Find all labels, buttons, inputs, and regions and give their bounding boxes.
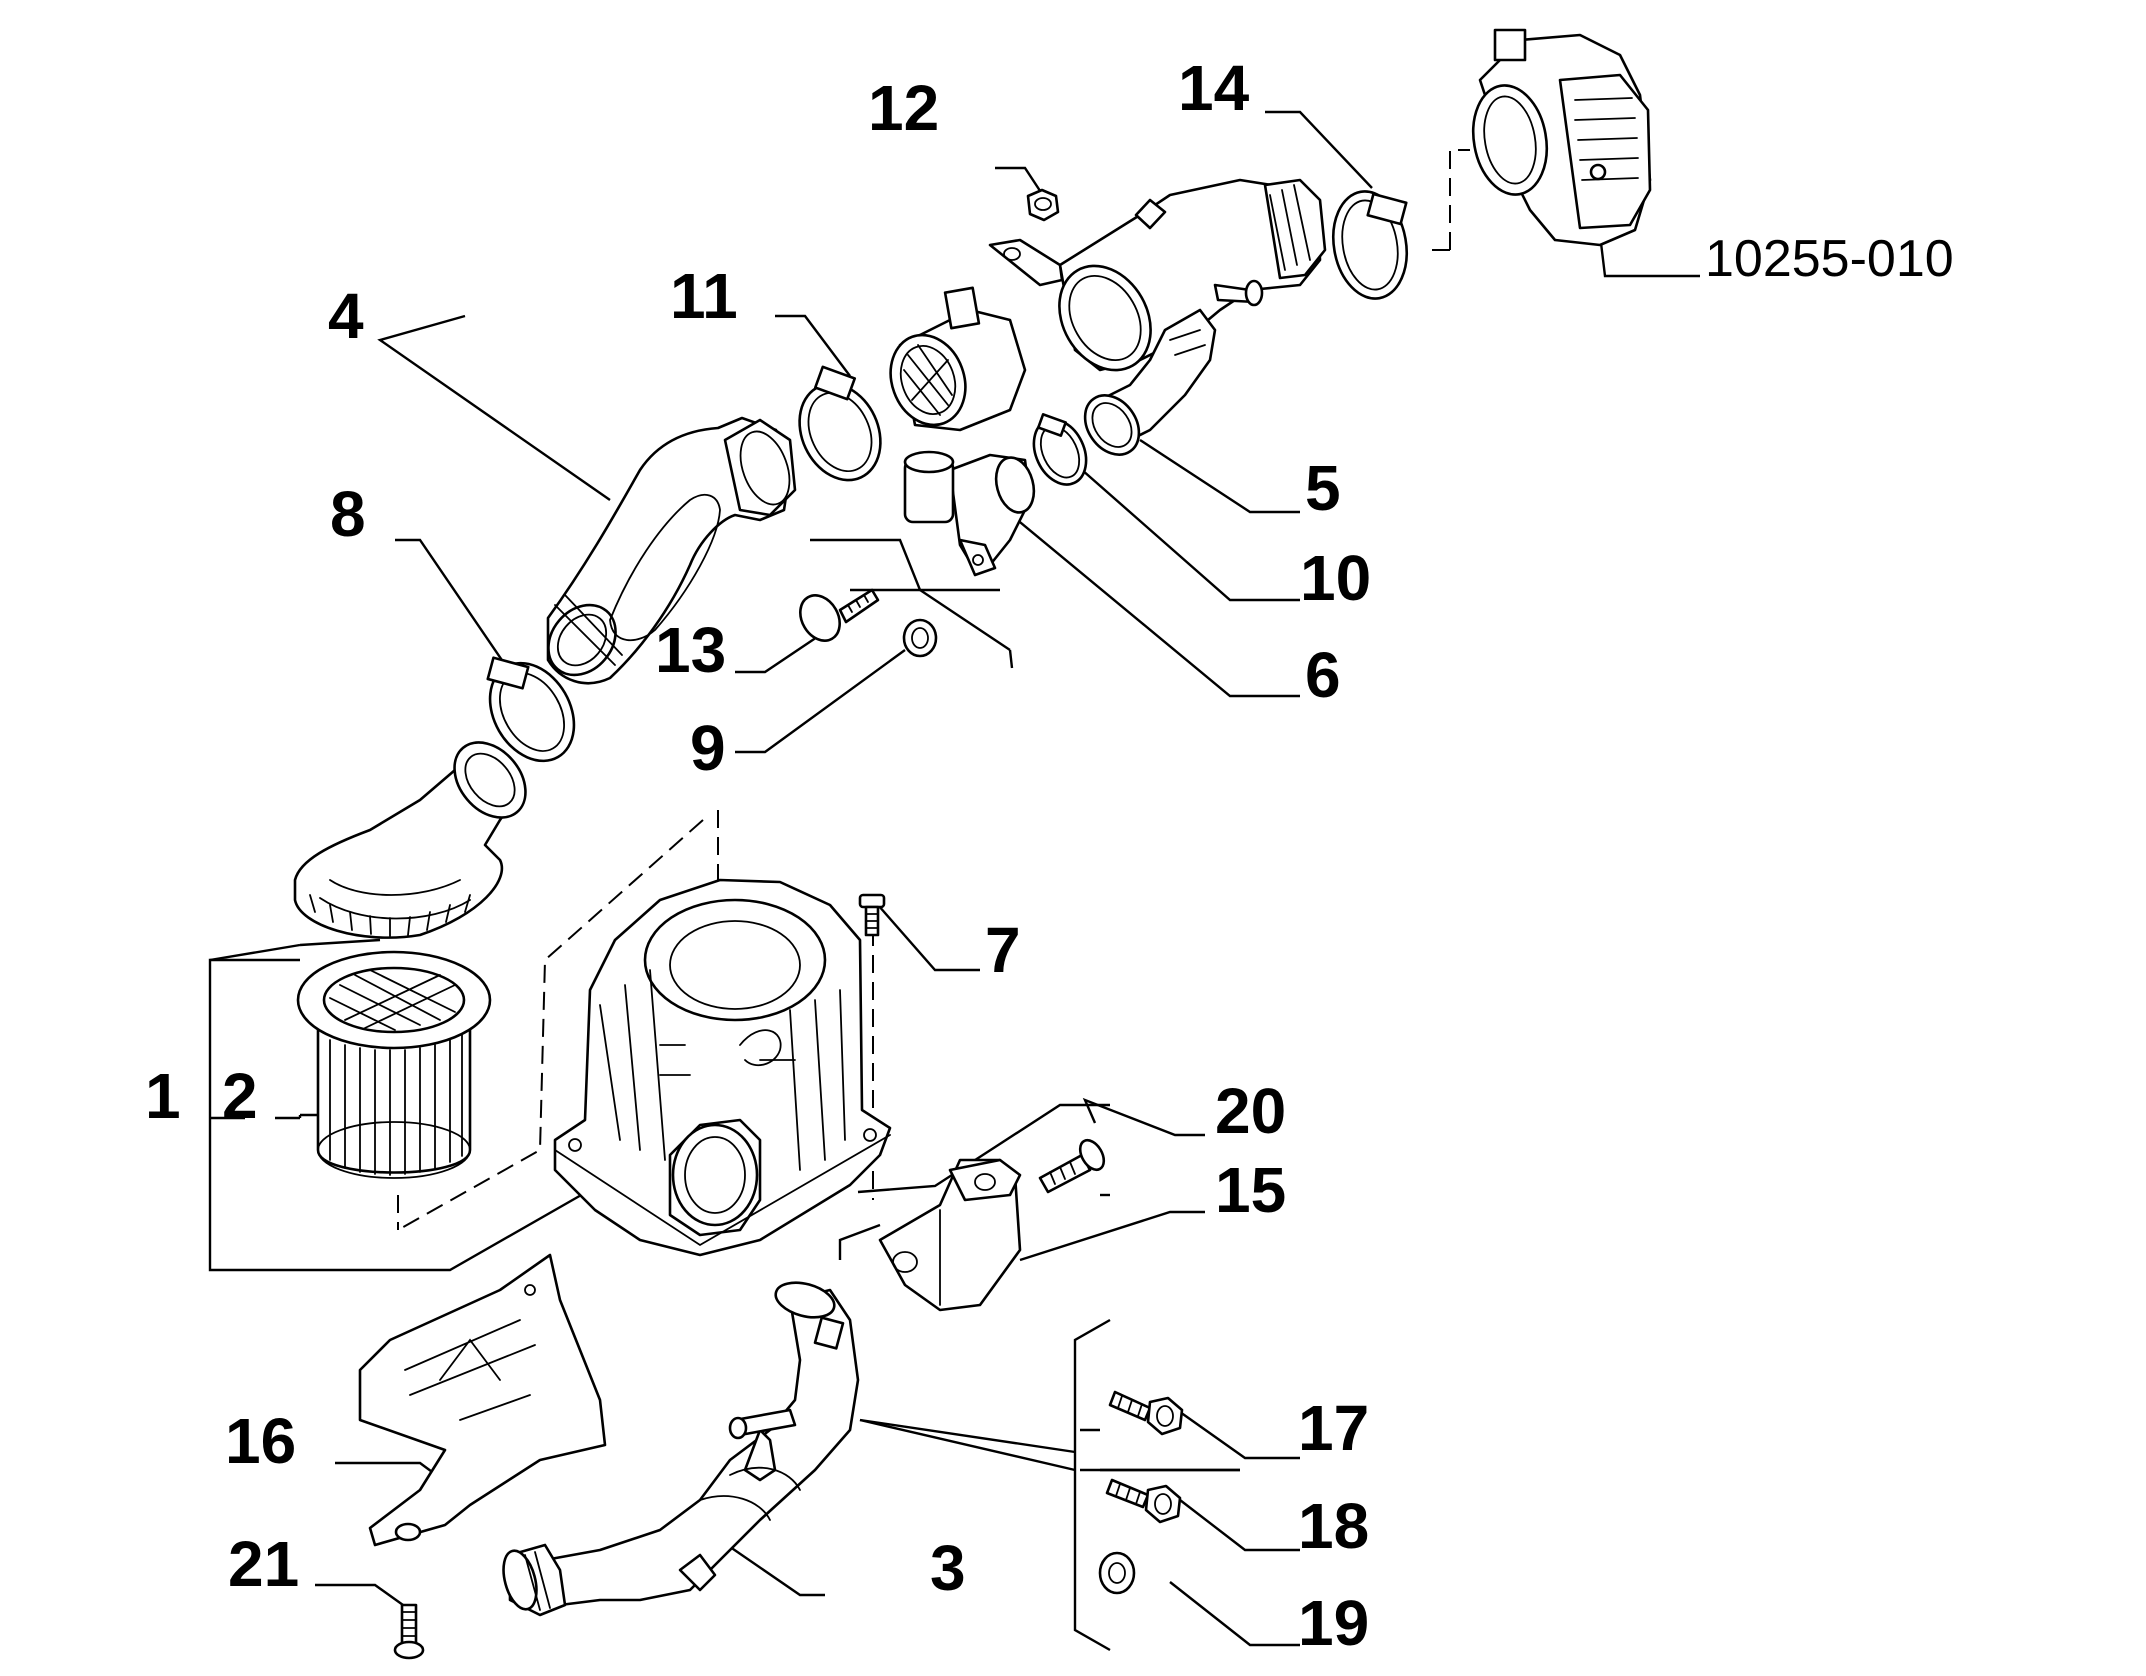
label-1: 1: [145, 1060, 181, 1132]
hose-clamp-icon: [486, 656, 576, 763]
screw-icon: [1038, 1138, 1106, 1194]
item-15-leader: [838, 1103, 1110, 1260]
label-18: 18: [1298, 1490, 1369, 1562]
heat-shield-icon: [358, 1253, 607, 1547]
air-filter-cover-icon: [293, 741, 527, 939]
air-duct-icon: [502, 1281, 860, 1617]
label-17: 17: [1298, 1392, 1369, 1464]
label-12: 12: [868, 72, 939, 144]
label-13: 13: [655, 614, 726, 686]
item-1-bracket: [208, 938, 591, 1272]
bracket-icon: [878, 1158, 1022, 1312]
label-2: 2: [222, 1060, 258, 1132]
connector-pipe-icon: [988, 178, 1327, 456]
label-8: 8: [330, 478, 366, 550]
bolt-icon: [858, 893, 886, 937]
air-flow-meter-icon: [889, 286, 1027, 432]
air-filter-housing-icon: [553, 878, 892, 1257]
bolt-icon: [799, 588, 880, 642]
hose-clamp-icon: [1332, 190, 1408, 300]
hose-clamp-icon: [1032, 413, 1088, 486]
washer-icon: [1098, 1551, 1136, 1595]
label-3: 3: [930, 1532, 966, 1604]
label-21: 21: [228, 1528, 299, 1600]
air-duct-icon: [546, 416, 797, 685]
label-9: 9: [690, 712, 726, 784]
label-5: 5: [1305, 452, 1341, 524]
label-14: 14: [1178, 52, 1250, 124]
label-11: 11: [670, 260, 738, 332]
bolt-icon: [1105, 1478, 1182, 1524]
label-20: 20: [1215, 1075, 1286, 1147]
screw-icon: [393, 1603, 425, 1660]
label-4: 4: [328, 280, 364, 352]
item-17-19-bracket: [859, 1318, 1111, 1652]
label-19: 19: [1298, 1587, 1369, 1659]
nut-icon: [1026, 188, 1060, 222]
label-16: 16: [225, 1405, 296, 1477]
filter-element-icon: [296, 950, 492, 1179]
leader-lines: [275, 110, 1700, 1647]
part-labels: 4 8 12 11 14 10255-010 5 10 6 13 9 7 1 2…: [145, 52, 1954, 1659]
washer-icon: [902, 618, 938, 658]
bolt-icon: [1108, 1390, 1184, 1436]
label-7: 7: [985, 914, 1021, 986]
throttle-body-icon: [1471, 28, 1652, 247]
label-15: 15: [1215, 1154, 1286, 1226]
label-6: 6: [1305, 639, 1341, 711]
label-ref-10255-010: 10255-010: [1705, 230, 1954, 288]
valve-icon: [903, 450, 1036, 577]
label-10: 10: [1300, 542, 1371, 614]
hose-clamp-icon: [798, 365, 882, 482]
